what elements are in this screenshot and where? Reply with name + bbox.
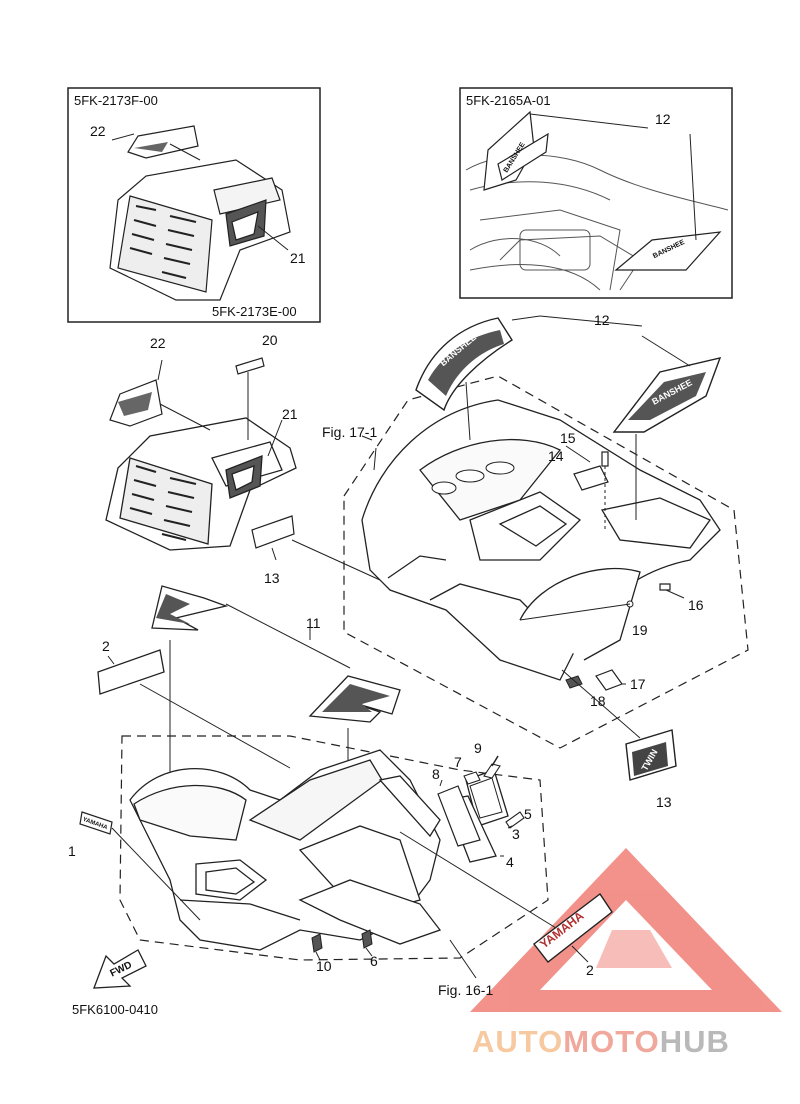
part-code-left-bottom: 5FK-2173E-00 [212, 304, 297, 319]
callout-19: 19 [632, 622, 648, 638]
part-9-bolt [483, 755, 501, 779]
twin-decal [625, 729, 677, 781]
detail-box-left [67, 87, 321, 323]
fwd-arrow-icon [93, 949, 147, 989]
callout-12-top: 12 [655, 111, 671, 127]
part-18-clip [565, 675, 583, 689]
callout-5: 5 [524, 806, 532, 822]
part-code-footer: 5FK6100-0410 [72, 1002, 159, 1017]
callout-10: 10 [316, 958, 332, 974]
decal-2-strip [97, 649, 165, 695]
banshee-decal-detail-left [483, 110, 549, 191]
yamaha-decal-small [79, 811, 113, 835]
callout-22-top: 22 [90, 123, 106, 139]
callout-2-left: 2 [102, 638, 110, 654]
callout-1: 1 [68, 843, 76, 859]
banshee-decal-left [415, 317, 513, 412]
callout-21-top: 21 [290, 250, 306, 266]
part-16-clip [659, 583, 671, 591]
rear-flap-part [105, 417, 297, 551]
detail-box-right [459, 87, 733, 299]
callout-13-right: 13 [656, 794, 672, 810]
part-6-screw [361, 929, 373, 949]
watermark-text: AUTOMOTOHUB [472, 1024, 730, 1060]
part-code-left-top: 5FK-2173F-00 [74, 93, 158, 108]
callout-22: 22 [150, 335, 166, 351]
front-fender-body [129, 749, 442, 951]
fig17-dashed-outline [343, 375, 749, 749]
callout-20: 20 [262, 332, 278, 348]
part-8-cover [437, 785, 481, 847]
fig16-dashed-outline [119, 735, 549, 961]
chevron-decal-top [151, 585, 229, 631]
callout-16: 16 [688, 597, 704, 613]
fig-ref-16: Fig. 16-1 [438, 982, 494, 998]
fender-slots [431, 461, 515, 495]
callout-12-main: 12 [594, 312, 610, 328]
callout-4: 4 [506, 854, 514, 870]
callout-8: 8 [432, 766, 440, 782]
part-7-pad [463, 771, 481, 785]
decal-20 [235, 357, 265, 375]
callout-6: 6 [370, 953, 378, 969]
part-5-bolt [505, 811, 525, 829]
rear-fender-body [361, 399, 721, 681]
watermark-hub: HUB [659, 1024, 730, 1059]
watermark-moto: MOTO [563, 1024, 660, 1059]
callout-3: 3 [512, 826, 520, 842]
watermark-logo-icon [470, 848, 782, 1012]
part-15-bolt [601, 451, 609, 530]
banshee-decal-right [612, 357, 722, 433]
decal-13-left [251, 515, 295, 549]
callout-7: 7 [454, 754, 462, 770]
part-14-plate [573, 465, 609, 491]
watermark-auto: AUTO [472, 1024, 564, 1059]
callout-21: 21 [282, 406, 298, 422]
chevron-decal-bottom [308, 675, 401, 723]
part-3-gasket [465, 769, 509, 827]
part-10-screw [311, 933, 323, 953]
fig-ref-17: Fig. 17-1 [322, 424, 378, 440]
callout-18: 18 [590, 693, 606, 709]
callout-15: 15 [560, 430, 576, 446]
callout-17: 17 [630, 676, 646, 692]
callout-11: 11 [306, 615, 321, 631]
part-code-right-top: 5FK-2165A-01 [466, 93, 551, 108]
rear-flap-part-detail [109, 159, 291, 301]
callout-14: 14 [548, 448, 564, 464]
banshee-decal-detail-right [614, 231, 722, 271]
callout-2-right: 2 [586, 962, 594, 978]
yamaha-decal-large [533, 892, 613, 963]
part-17-plate [595, 669, 623, 691]
callout-13-left: 13 [264, 570, 280, 586]
callout-9: 9 [474, 740, 482, 756]
